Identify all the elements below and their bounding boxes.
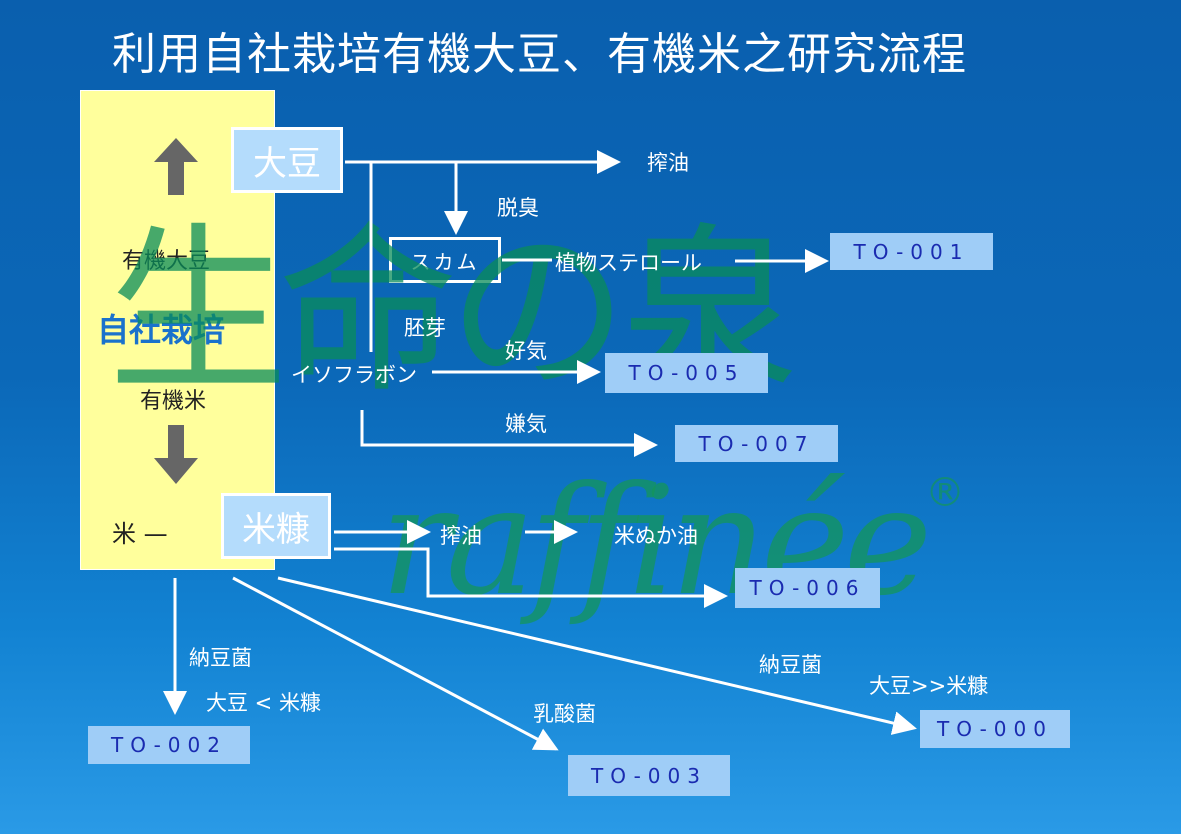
isoflavone-label: イソフラボン [291, 363, 417, 387]
natto-label-2: 納豆菌 [759, 653, 822, 677]
natto-label-1: 納豆菌 [189, 646, 252, 670]
rice-label: 米 — [112, 520, 168, 548]
own-cultivation-label: 自社栽培 [97, 311, 226, 349]
anaerobic-label: 嫌気 [505, 412, 547, 436]
product-to-006: TO-006 [735, 568, 880, 608]
product-to-005: TO-005 [605, 353, 768, 393]
bran-oil-press-label: 搾油 [440, 524, 482, 548]
soy-greater-bran-label: 大豆>>米糠 [869, 674, 989, 698]
germ-label: 胚芽 [404, 316, 446, 340]
registered-mark: ® [925, 470, 965, 516]
lactic-label: 乳酸菌 [533, 702, 596, 726]
product-to-003: TO-003 [568, 755, 730, 796]
slide-title: 利用自社栽培有機大豆、有機米之研究流程 [112, 29, 967, 80]
organic-rice-label: 有機米 [140, 389, 207, 414]
product-to-007: TO-007 [675, 425, 838, 462]
down-arrow-icon [154, 425, 198, 484]
up-arrow-icon [154, 138, 198, 195]
rice-bran-node: 米糠 [221, 493, 331, 559]
organic-soy-label: 有機大豆 [122, 249, 211, 274]
oil-press-label: 搾油 [647, 151, 689, 175]
deodorize-label: 脱臭 [497, 196, 539, 220]
product-to-000: TO-000 [920, 710, 1070, 748]
product-to-002: TO-002 [88, 726, 250, 764]
soy-node: 大豆 [231, 127, 343, 193]
plant-sterol-label: 植物ステロール [555, 251, 702, 275]
rice-bran-oil-label: 米ぬか油 [614, 524, 698, 548]
scum-node: スカム [389, 237, 501, 283]
product-to-001: TO-001 [830, 233, 993, 270]
aerobic-label: 好気 [505, 339, 547, 363]
soy-less-bran-label: 大豆 < 米糠 [206, 691, 321, 715]
